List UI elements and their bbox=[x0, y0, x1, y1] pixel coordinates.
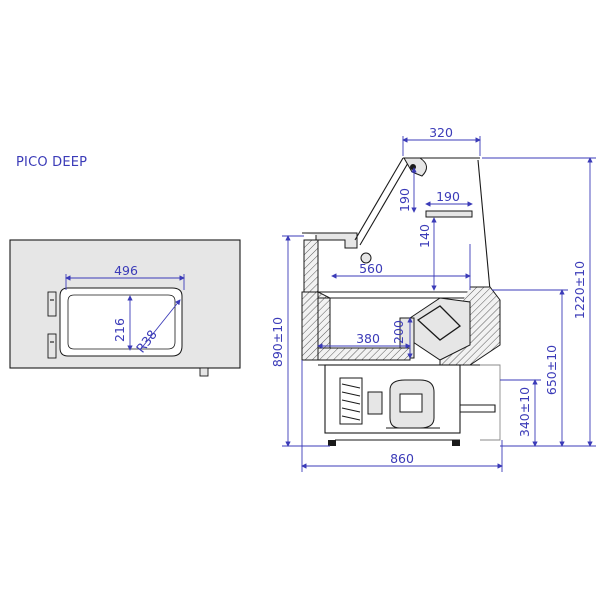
handle-top bbox=[47, 291, 57, 317]
foot-right bbox=[452, 440, 460, 446]
filter-drier bbox=[367, 391, 383, 415]
canopy-glass bbox=[354, 157, 404, 241]
foot-left bbox=[328, 440, 336, 446]
dim-inner-depth: 560 bbox=[359, 261, 383, 276]
dim-base-height: 200 bbox=[391, 320, 406, 344]
dim-shelf-width: 190 bbox=[436, 189, 460, 204]
side-view bbox=[301, 157, 501, 446]
dim-canopy-drop: 190 bbox=[397, 188, 412, 212]
dim-top-width: 320 bbox=[429, 125, 453, 140]
dim-bottom-height: 340±10 bbox=[517, 387, 532, 437]
front-glass bbox=[477, 159, 491, 291]
handle-bottom bbox=[47, 333, 57, 359]
dim-shelf-height: 140 bbox=[417, 224, 432, 248]
dim-total-depth: 860 bbox=[390, 451, 414, 466]
dim-base-depth: 380 bbox=[356, 331, 380, 346]
dim-height: 216 bbox=[112, 318, 127, 342]
foot-rest bbox=[460, 404, 496, 413]
side-dimensions: 320 190 190 140 560 380 200 890±10 1220±… bbox=[270, 125, 596, 472]
dim-front-height: 650±10 bbox=[544, 345, 559, 395]
foot bbox=[199, 367, 209, 377]
condenser bbox=[339, 377, 363, 425]
top-view: 496 216 R38 bbox=[9, 239, 241, 377]
dim-width: 496 bbox=[114, 263, 138, 278]
product-title: PICO DEEP bbox=[16, 155, 88, 170]
well-outer bbox=[59, 287, 183, 357]
rear-lower-wall bbox=[301, 291, 319, 361]
front-panel bbox=[480, 364, 501, 441]
base-tray bbox=[317, 347, 411, 361]
dim-total-height: 1220±10 bbox=[572, 261, 587, 319]
dim-work-height: 890±10 bbox=[270, 317, 285, 367]
shelf bbox=[425, 210, 473, 218]
well-inner bbox=[67, 294, 176, 350]
lamp bbox=[360, 252, 372, 264]
